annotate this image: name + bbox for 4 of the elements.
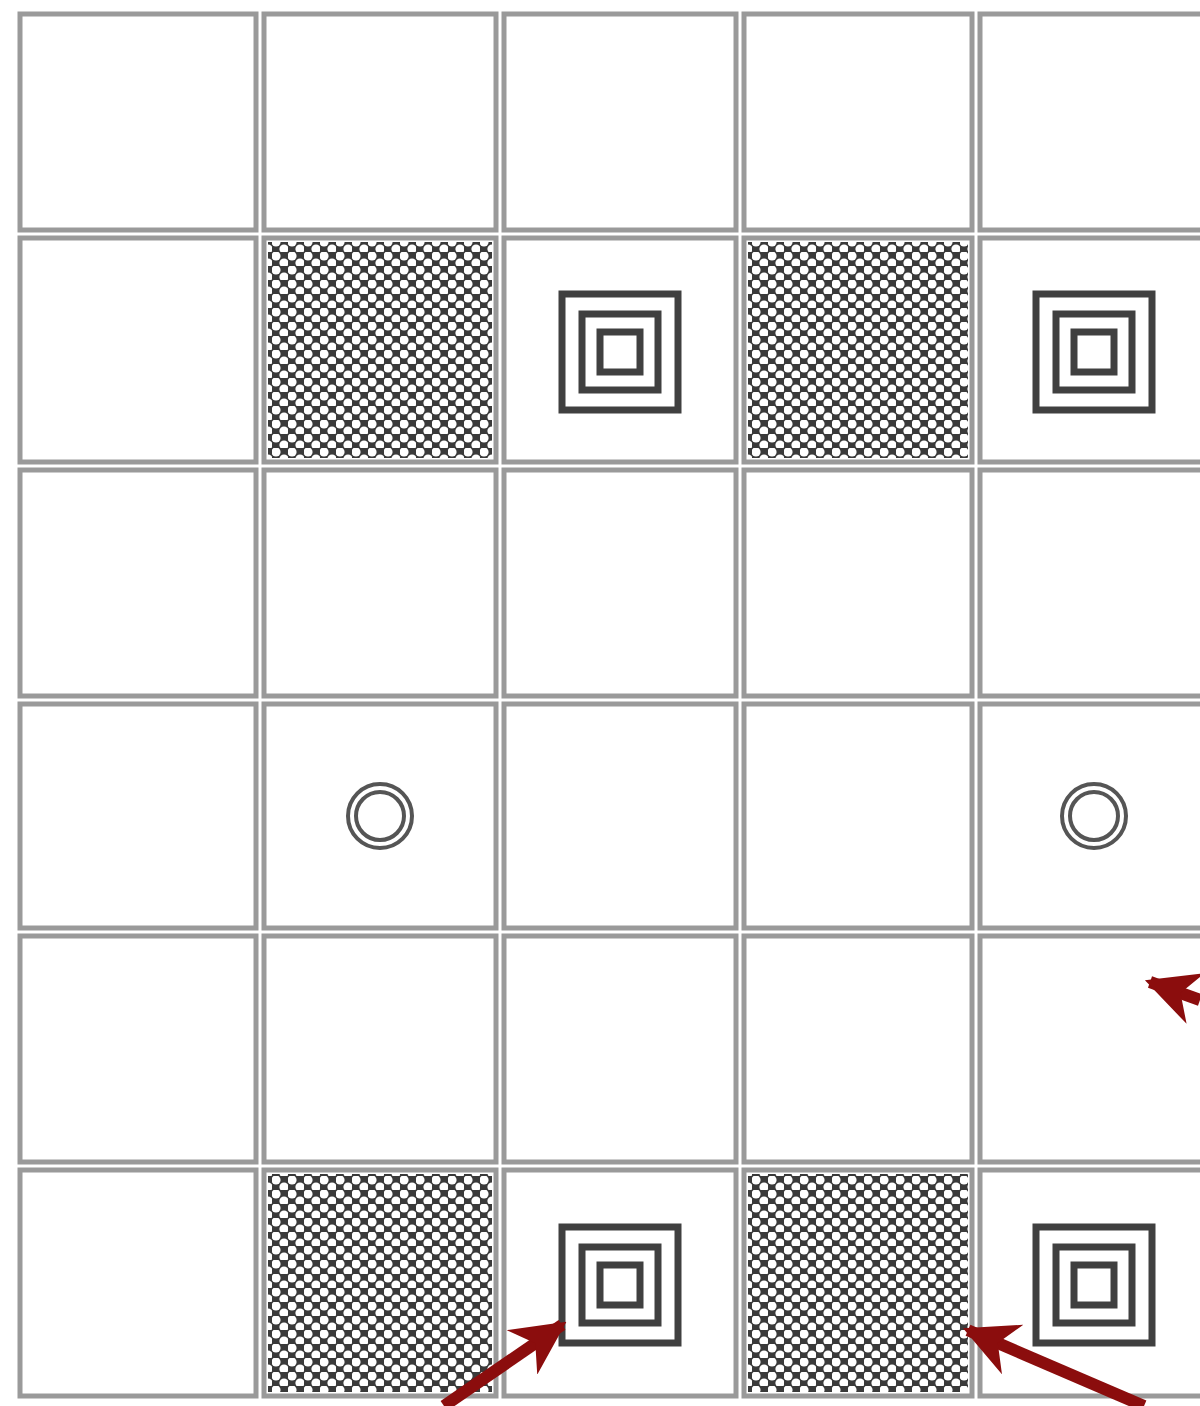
concentric-squares-icon <box>558 1223 682 1347</box>
arrow <box>440 1319 567 1406</box>
dotted-cell <box>748 1174 968 1392</box>
arrow <box>963 1324 1147 1406</box>
